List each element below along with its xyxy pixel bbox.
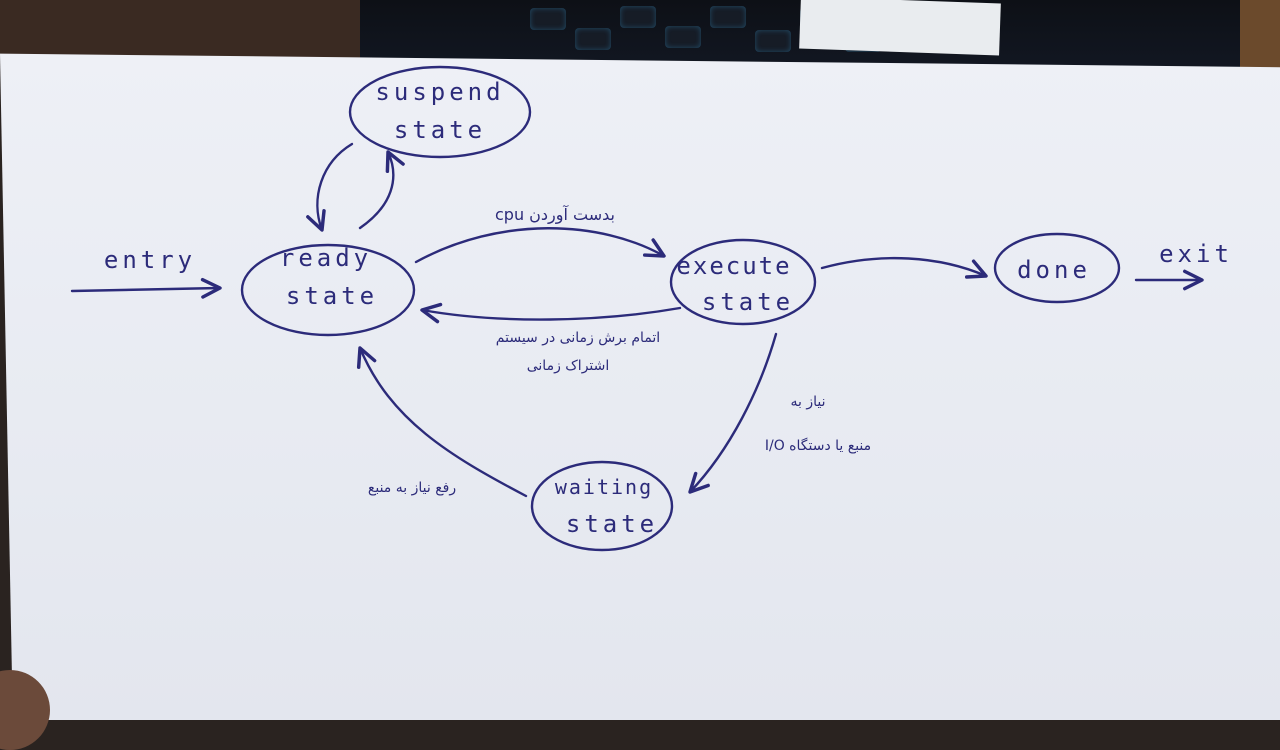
desk-background [0,0,420,60]
done-state-label: done [1017,256,1091,284]
entry-label: entry [104,246,196,274]
state-diagram: suspend state ready state execute state … [70,65,1233,552]
get-cpu-label: بدست آوردن cpu [495,205,615,225]
keyboard-key [530,8,566,30]
execute-state-label-1: execute [676,252,791,280]
ready-to-suspend-arrow [358,150,405,230]
keyboard-key [755,30,791,52]
waiting-to-ready-arrow [356,346,528,498]
done-state-oval [993,232,1121,304]
suspend-to-ready-arrow [306,142,354,232]
need-label-2: منبع یا دستگاه I/O [765,437,871,454]
time-slice-end-label-2: اشتراک زمانی [527,358,610,374]
exit-label: exit [1159,240,1233,268]
need-label-1: نیاز به [791,394,826,410]
execute-state-label-2: state [702,288,794,316]
keyboard-key [620,6,656,28]
entry-arrow [70,277,222,299]
resource-granted-label: رفع نیاز به منبع [368,480,456,496]
keyboard-key [710,6,746,28]
waiting-state-oval [530,460,674,552]
execute-to-done-arrow [820,256,988,279]
execute-to-waiting-arrow [688,332,778,494]
ready-state-oval [240,243,416,337]
execute-to-ready-arrow [420,302,682,324]
suspend-state-label-2: state [394,116,486,144]
ready-state-label-2: state [286,282,378,310]
keyboard-key [665,26,701,48]
paper-sheet [0,53,1280,720]
suspend-state-oval [348,65,532,159]
ready-state-label-1: ready [280,244,372,272]
desk-edge [1240,0,1280,70]
suspend-state-label-1: suspend [375,78,504,106]
ready-to-execute-arrow [414,227,666,264]
time-slice-end-label-1: اتمام برش زمانی در سیستم [496,330,660,346]
execute-state-oval [669,238,817,326]
waiting-state-label-1: waiting [555,475,653,499]
keyboard-key [575,28,611,50]
waiting-state-label-2: state [566,510,658,538]
